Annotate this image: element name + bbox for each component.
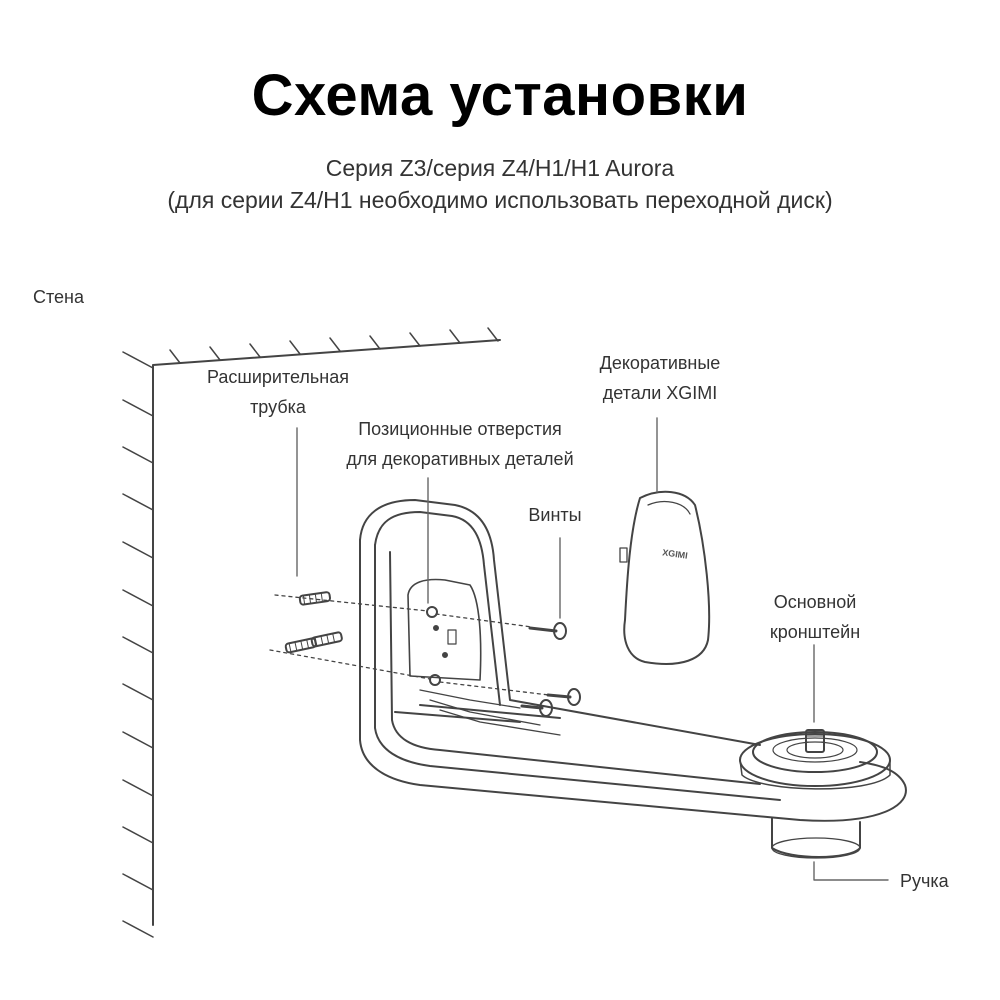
label-handle: Ручка [900, 871, 949, 891]
label-expansion-tube-line2: трубка [250, 397, 306, 417]
label-expansion-tube: Расширительная трубка [178, 362, 378, 422]
label-main-bracket-line1: Основной [773, 592, 857, 612]
label-positioning-holes-line1: Позиционные отверстия [358, 419, 562, 439]
screws [520, 622, 581, 717]
handle [771, 817, 861, 859]
decorative-cover [619, 490, 711, 665]
leader-lines [296, 417, 889, 881]
alignment-lines [269, 594, 550, 696]
main-mount [739, 729, 891, 790]
subtitle-models: Серия Z3/серия Z4/H1/H1 Aurora [325, 155, 675, 181]
label-decorative-parts-line1: Декоративные [599, 353, 721, 373]
subtitle-note: (для серии Z4/H1 необходимо использовать… [167, 187, 833, 213]
wall-hatching [122, 327, 499, 938]
label-positioning-holes-line2: для декоративных деталей [346, 449, 574, 469]
label-screws: Винты [528, 505, 582, 525]
label-main-bracket: Основной кронштейн [735, 587, 895, 647]
page-title: Схема установки [251, 63, 749, 128]
label-decorative-parts-line2: детали XGIMI [602, 383, 718, 403]
expansion-tubes [284, 591, 343, 654]
label-positioning-holes: Позиционные отверстия для декоративных д… [310, 414, 610, 474]
label-wall: Стена [33, 287, 85, 307]
label-decorative-parts: Декоративные детали XGIMI [560, 348, 760, 408]
label-expansion-tube-line1: Расширительная [206, 367, 349, 387]
wall [122, 327, 501, 938]
bracket-body [359, 499, 907, 822]
label-main-bracket-line2: кронштейн [769, 622, 861, 642]
